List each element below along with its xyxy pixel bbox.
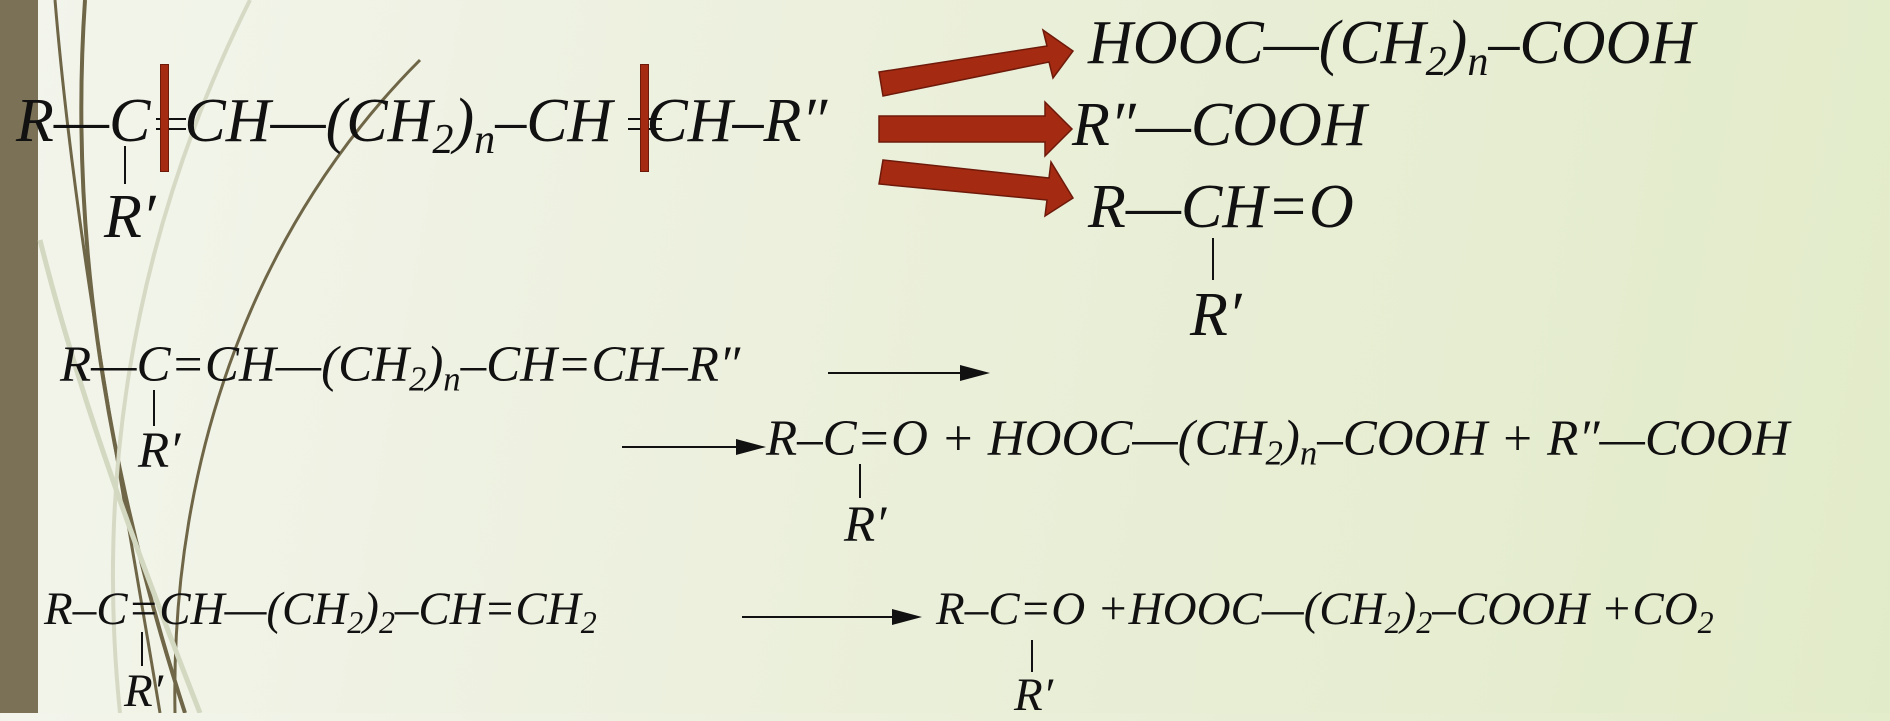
r2-arrow-1 [828, 372, 978, 374]
r1-bond-line [124, 146, 126, 184]
cleavage-marker-1 [160, 64, 169, 172]
reaction3-products: R–C=O +HOOC—(CH2)2–COOH +CO2 [936, 583, 1714, 640]
r2-arrow-2 [622, 446, 752, 448]
product-carboxylic-acid: R″—COOH [1072, 91, 1367, 159]
p3-substituent: R′ [1190, 281, 1242, 349]
reaction2-reactant: R—C=CH—(CH2)n–CH=CH–R″ [60, 337, 741, 399]
product-dicarboxylic-acid: HOOC—(CH2)n–COOH [1088, 9, 1696, 85]
product-aldehyde: R—CH=O [1088, 173, 1354, 241]
r3-substituent: R′ [124, 665, 163, 717]
r3-product-substituent: R′ [1014, 669, 1053, 721]
cleavage-marker-2 [640, 64, 649, 172]
red-arrows [878, 28, 1075, 218]
reaction2-products: R–C=O + HOOC—(CH2)n–COOH + R″—COOH [766, 411, 1790, 473]
r2-bond-line [153, 390, 155, 426]
r1-chain: CH—(CH [184, 87, 433, 155]
reaction3-reactant: R–C=CH—(CH2)2–CH=CH2 [44, 583, 597, 640]
r3-arrow-head [892, 609, 922, 625]
r1-ch: –CH [495, 87, 613, 155]
r1-substituent: R′ [104, 183, 156, 251]
double-bond-1b [156, 128, 186, 130]
r3-product-bond-line [1031, 640, 1033, 672]
r2-arrow-2-head [736, 439, 766, 455]
p3-bond-line [1212, 238, 1214, 280]
r3-bond-line [141, 632, 143, 666]
r1-ch-r2: CH–R″ [646, 87, 828, 155]
double-bond-1a [156, 118, 186, 120]
r1-r-group: R [16, 87, 54, 155]
r2-arrow-1-head [960, 365, 990, 381]
r1-c: —C [53, 87, 151, 155]
r2-product-substituent: R′ [844, 497, 887, 553]
r2-substituent: R′ [138, 423, 181, 479]
r3-arrow [742, 616, 912, 618]
r2-product-bond-line [859, 464, 861, 498]
left-decor-bar [0, 0, 38, 713]
